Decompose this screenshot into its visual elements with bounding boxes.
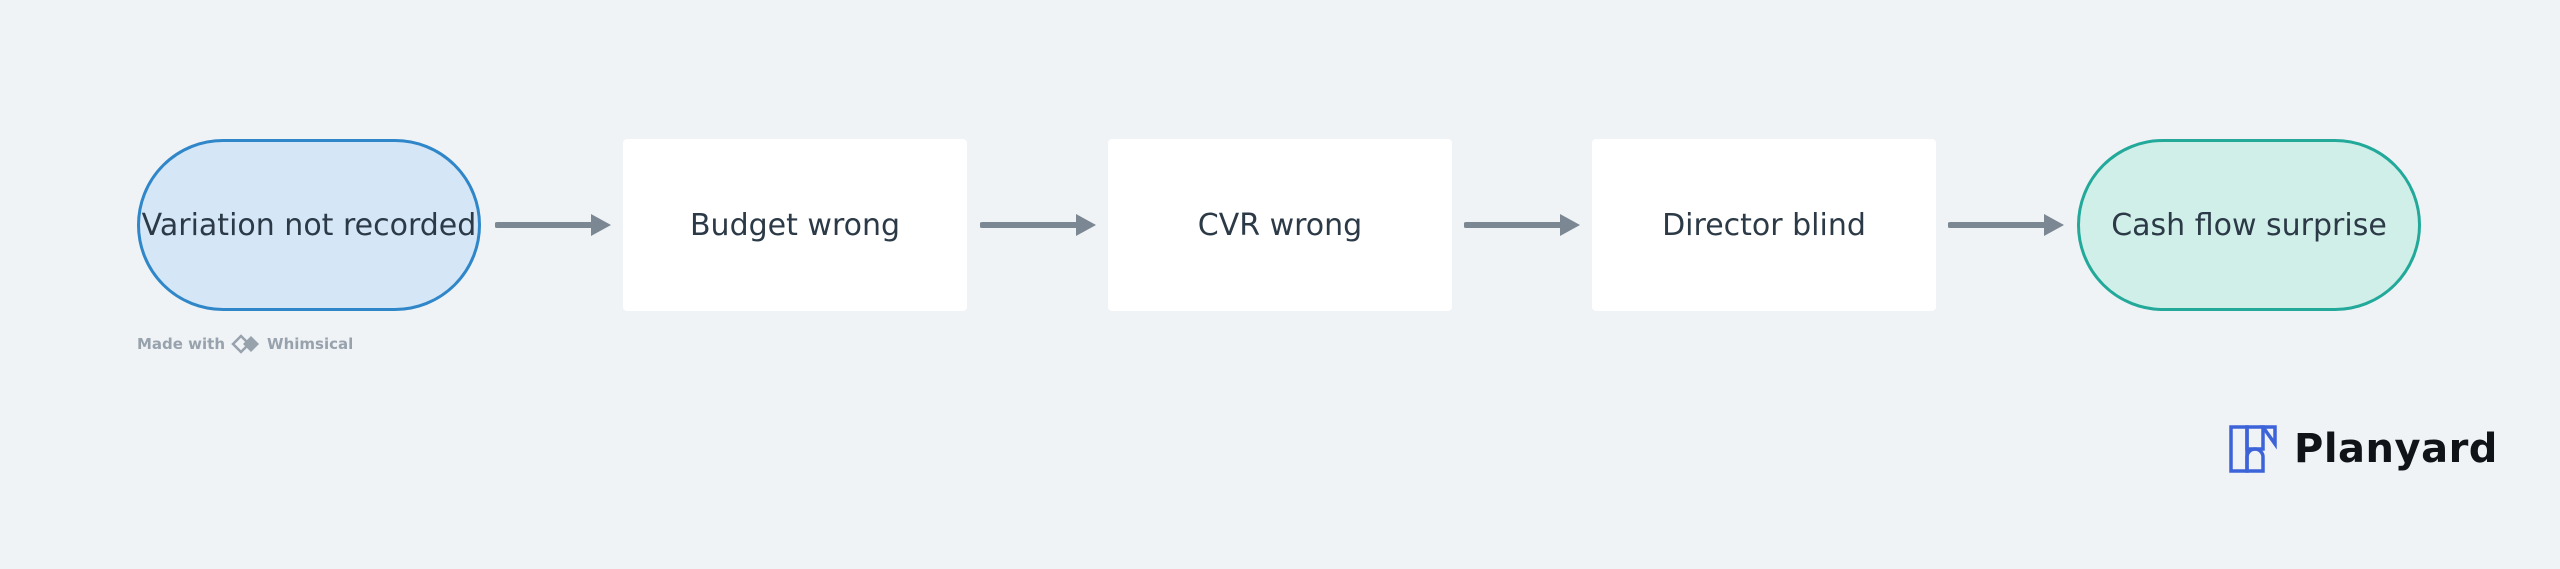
flow-node-cvr-wrong[interactable]: CVR wrong — [1108, 139, 1452, 311]
planyard-logo-icon — [2229, 425, 2277, 473]
flow-node-director-blind[interactable]: Director blind — [1592, 139, 1936, 311]
whimsical-watermark[interactable]: Made with Whimsical — [137, 334, 353, 354]
flow-node-cash-flow-surprise[interactable]: Cash flow surprise — [2077, 139, 2421, 311]
watermark-prefix: Made with — [137, 335, 226, 353]
flow-arrow-1 — [495, 214, 611, 236]
flow-node-label: CVR wrong — [1197, 207, 1363, 243]
flow-arrow-4 — [1948, 214, 2064, 236]
planyard-brand: Planyard — [2228, 424, 2498, 474]
flow-node-variation-not-recorded[interactable]: Variation not recorded — [137, 139, 481, 311]
flow-node-label: Cash flow surprise — [2111, 207, 2387, 243]
flow-node-budget-wrong[interactable]: Budget wrong — [623, 139, 967, 311]
flow-arrow-2 — [980, 214, 1096, 236]
whimsical-logo-icon — [231, 334, 260, 354]
flow-node-label: Director blind — [1662, 207, 1866, 243]
watermark-brand: Whimsical — [267, 335, 354, 353]
flow-arrow-3 — [1464, 214, 1580, 236]
flow-node-label: Variation not recorded — [141, 207, 477, 243]
flow-node-label: Budget wrong — [689, 207, 901, 243]
brand-name: Planyard — [2294, 426, 2498, 472]
